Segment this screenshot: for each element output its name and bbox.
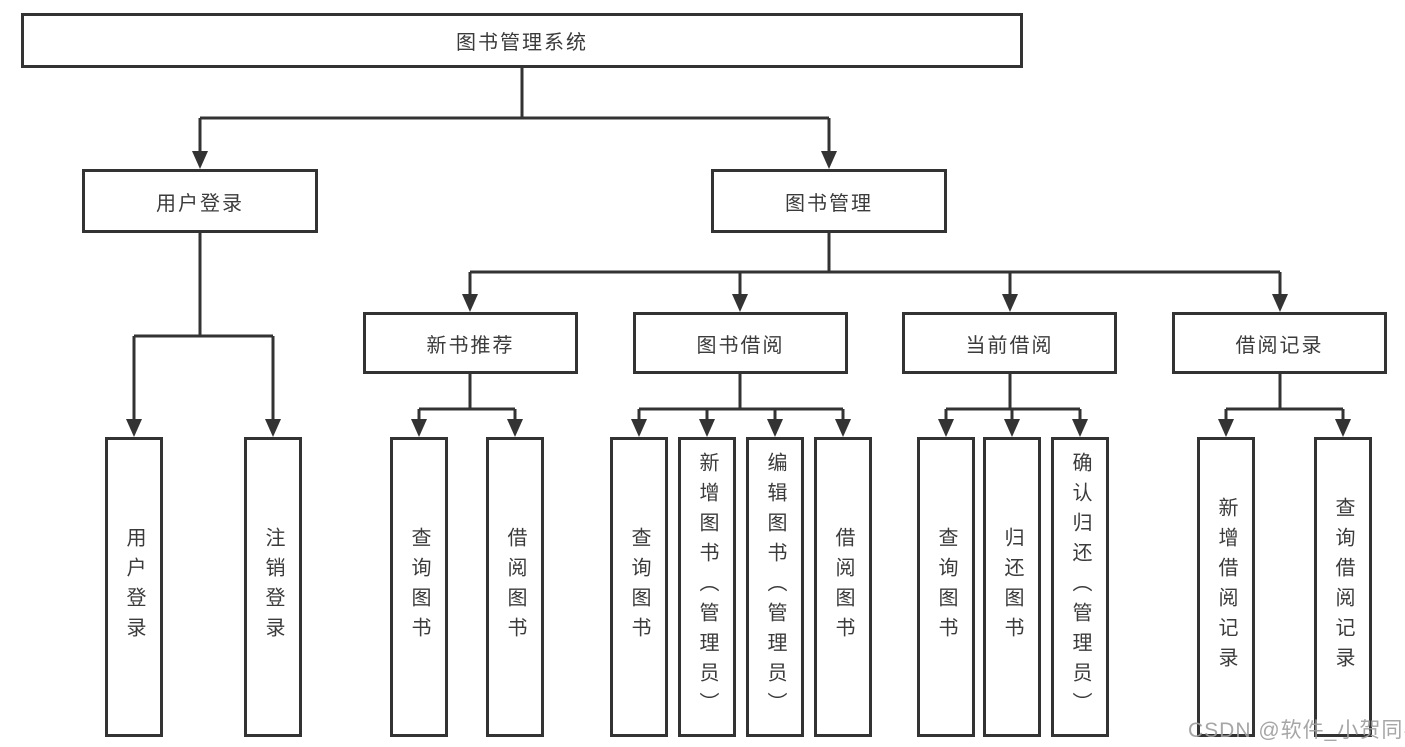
node-label: 用户登录 xyxy=(156,192,244,215)
leaf-label: 查询图书 xyxy=(408,527,430,647)
arrowhead xyxy=(699,419,715,437)
node-new-book-recommend: 新书推荐 xyxy=(363,312,578,374)
leaf-query-borrow-record: 查询借阅记录 xyxy=(1314,437,1372,737)
arrowhead xyxy=(1002,294,1018,312)
leaf-label: 注销登录 xyxy=(262,527,284,647)
leaf-label: 借阅图书 xyxy=(504,527,526,647)
leaf-user-login: 用户登录 xyxy=(105,437,163,737)
leaf-query-books-newbook: 查询图书 xyxy=(390,437,448,737)
leaf-edit-books-admin: 编辑图书（管理员） xyxy=(746,437,804,737)
node-label: 当前借阅 xyxy=(965,334,1054,357)
node-book-management: 图书管理 xyxy=(711,169,947,233)
leaf-label: 查询图书 xyxy=(628,527,650,647)
arrowhead xyxy=(1218,419,1234,437)
connector-bookmgmt-to-level3 xyxy=(468,233,1282,296)
connector-root-to-level2 xyxy=(198,68,831,152)
arrowhead xyxy=(1004,419,1020,437)
node-label: 图书借阅 xyxy=(696,334,785,357)
leaf-logout: 注销登录 xyxy=(244,437,302,737)
node-label: 图书管理系统 xyxy=(456,32,588,54)
node-borrow-records: 借阅记录 xyxy=(1172,312,1387,374)
arrowhead xyxy=(732,294,748,312)
node-label: 新书推荐 xyxy=(426,334,515,357)
leaf-label: 新增借阅记录 xyxy=(1215,497,1237,677)
csdn-watermark: CSDN @软件_小贺同学 xyxy=(1188,719,1405,742)
arrowhead xyxy=(192,151,208,169)
connector-borrow-to-leaves xyxy=(637,374,845,421)
arrowhead xyxy=(126,419,142,437)
leaf-query-books-borrow: 查询图书 xyxy=(610,437,668,737)
arrowhead xyxy=(1072,419,1088,437)
leaf-label: 借阅图书 xyxy=(832,527,854,647)
arrowhead xyxy=(265,419,281,437)
leaf-label: 用户登录 xyxy=(123,527,145,647)
leaf-label: 确认归还（管理员） xyxy=(1069,452,1091,722)
arrowhead xyxy=(835,419,851,437)
leaf-query-books-current: 查询图书 xyxy=(917,437,975,737)
leaf-confirm-return-admin: 确认归还（管理员） xyxy=(1051,437,1109,737)
arrowhead xyxy=(507,419,523,437)
arrowhead xyxy=(938,419,954,437)
leaf-add-borrow-record: 新增借阅记录 xyxy=(1197,437,1255,737)
connector-records-to-leaves xyxy=(1224,374,1345,421)
arrowhead xyxy=(1272,294,1288,312)
arrowhead xyxy=(821,151,837,169)
node-label: 图书管理 xyxy=(785,192,873,215)
node-user-login: 用户登录 xyxy=(82,169,318,233)
connector-current-to-leaves xyxy=(944,374,1082,421)
leaf-add-books-admin: 新增图书（管理员） xyxy=(678,437,736,737)
node-root-library-system: 图书管理系统 xyxy=(21,13,1023,68)
leaf-borrow-books-borrow: 借阅图书 xyxy=(814,437,872,737)
leaf-label: 归还图书 xyxy=(1001,527,1023,647)
connector-userlogin-to-leaves xyxy=(132,233,275,420)
connector-newbook-to-leaves xyxy=(417,374,517,421)
leaf-label: 新增图书（管理员） xyxy=(696,452,718,722)
leaf-borrow-books-newbook: 借阅图书 xyxy=(486,437,544,737)
arrowhead xyxy=(767,419,783,437)
leaf-return-books: 归还图书 xyxy=(983,437,1041,737)
arrowhead xyxy=(631,419,647,437)
node-label: 借阅记录 xyxy=(1235,334,1324,357)
leaf-label: 查询图书 xyxy=(935,527,957,647)
node-book-borrow: 图书借阅 xyxy=(633,312,848,374)
arrowhead xyxy=(411,419,427,437)
node-current-borrow: 当前借阅 xyxy=(902,312,1117,374)
leaf-label: 查询借阅记录 xyxy=(1332,497,1354,677)
leaf-label: 编辑图书（管理员） xyxy=(764,452,786,722)
arrowhead xyxy=(462,294,478,312)
arrowhead xyxy=(1335,419,1351,437)
